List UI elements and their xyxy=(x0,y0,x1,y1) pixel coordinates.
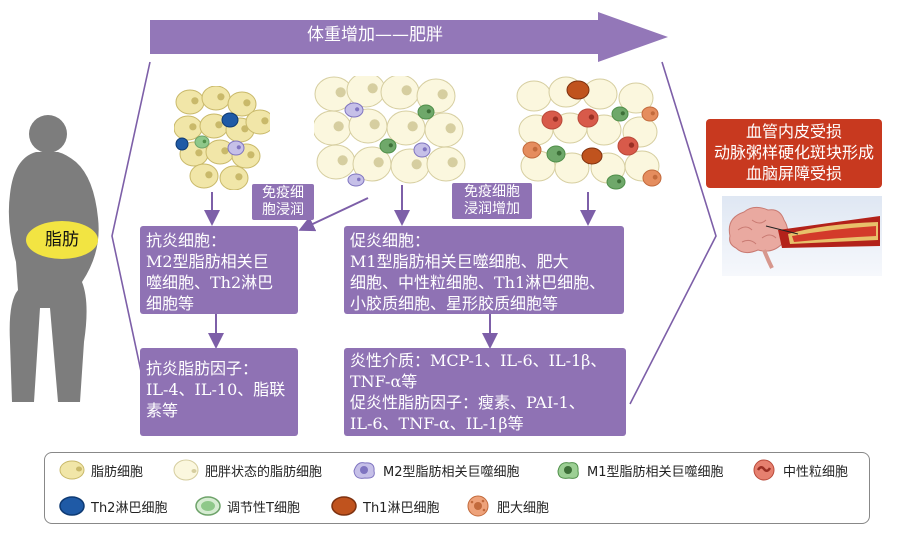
adipocyte-icon xyxy=(175,89,205,115)
mast-cell-icon xyxy=(522,141,542,159)
legend-item: 肥大细胞 xyxy=(465,495,549,517)
th2-lymphocyte-icon xyxy=(59,496,85,516)
obese-adipocyte-icon xyxy=(618,82,654,114)
m1-macrophage-icon xyxy=(557,462,579,479)
mast-cell-icon xyxy=(642,169,662,187)
neutrophil-icon xyxy=(577,108,599,128)
neutrophil-icon xyxy=(617,136,639,156)
treg-cell-icon xyxy=(194,135,210,149)
obese-tissue-cluster xyxy=(314,76,466,187)
m2-macrophage-icon xyxy=(347,173,365,187)
adipocyte-icon xyxy=(59,460,85,480)
m2-macrophage-icon xyxy=(344,102,364,118)
adipocyte-icon xyxy=(189,163,219,189)
legend-item: Th2淋巴细胞 xyxy=(59,495,167,517)
adipocyte-icon xyxy=(201,86,231,111)
adipocyte-icon xyxy=(219,165,249,190)
adipocyte-icon xyxy=(245,109,270,135)
pro-inflammatory-cells-box: 促炎细胞： M1型脂肪相关巨噬细胞、肥大 细胞、中性粒细胞、Th1淋巴细胞、 小… xyxy=(344,226,624,314)
legend-item: 肥胖状态的脂肪细胞 xyxy=(173,459,322,481)
th1-lymphocyte-icon xyxy=(566,80,590,100)
th2-lymphocyte-icon xyxy=(175,137,189,151)
brain-artery-illustration xyxy=(722,196,882,276)
m1-macrophage-icon xyxy=(611,106,629,122)
obese-adipocyte-icon xyxy=(554,152,590,184)
vascular-damage-box: 血管内皮受损 动脉粥样硬化斑块形成 血脑屏障受损 xyxy=(706,119,882,188)
obese-adipocyte-icon xyxy=(346,76,386,108)
mast-cell-icon xyxy=(467,495,489,517)
neutrophil-icon xyxy=(541,110,563,130)
fat-region-icon xyxy=(26,221,98,259)
immune-infiltration-increase-tag: 免疫细胞浸润增加 xyxy=(452,183,532,219)
legend: 脂肪细胞 肥胖状态的脂肪细胞 M2型脂肪相关巨噬细胞 M1型脂肪相关巨噬细胞 中… xyxy=(44,452,870,524)
legend-item: 调节性T细胞 xyxy=(195,495,300,517)
banner-title: 体重增加——肥胖 xyxy=(307,25,443,45)
lean-tissue-cluster xyxy=(174,86,270,190)
obese-adipocyte-icon xyxy=(352,146,392,182)
immune-infiltration-tag: 免疫细胞浸润 xyxy=(252,184,314,220)
obese-adipocyte-icon xyxy=(516,80,552,112)
m2-macrophage-icon xyxy=(227,140,245,156)
legend-item: 中性粒细胞 xyxy=(751,459,848,481)
m1-macrophage-icon xyxy=(417,104,435,120)
adipocyte-icon xyxy=(174,115,203,141)
adipocyte-icon xyxy=(227,91,257,117)
obese-adipocyte-icon xyxy=(316,144,356,180)
anti-inflammatory-adipokines-box: 抗炎脂肪因子： IL-4、IL-10、脂联 素等 xyxy=(140,348,298,436)
inflamed-tissue-cluster xyxy=(516,76,662,190)
obese-adipocyte-icon xyxy=(348,108,388,144)
weight-gain-arrow xyxy=(150,12,668,62)
neutrophil-icon xyxy=(753,459,775,481)
fat-label: 脂肪 xyxy=(45,230,79,250)
mast-cell-icon xyxy=(641,106,659,122)
obese-adipocyte-icon xyxy=(314,110,352,146)
obese-adipocyte-icon xyxy=(173,459,199,481)
legend-item: 脂肪细胞 xyxy=(59,459,143,481)
th1-lymphocyte-icon xyxy=(331,496,357,516)
legend-item: Th1淋巴细胞 xyxy=(331,495,439,517)
artery-plaque-icon xyxy=(778,216,880,248)
th1-lymphocyte-icon xyxy=(581,147,603,165)
m1-macrophage-icon xyxy=(379,138,397,154)
obese-adipocyte-icon xyxy=(380,76,420,110)
obese-adipocyte-icon xyxy=(426,146,466,182)
m2-macrophage-icon xyxy=(353,462,375,479)
obese-human-silhouette xyxy=(8,115,99,402)
m1-macrophage-icon xyxy=(606,174,626,190)
legend-item: M2型脂肪相关巨噬细胞 xyxy=(351,459,520,481)
m2-macrophage-icon xyxy=(413,142,431,158)
pro-inflammatory-mediators-box: 炎性介质：MCP-1、IL-6、IL-1β、 TNF-α等 促炎性脂肪因子：瘦素… xyxy=(344,348,626,436)
obese-adipocyte-icon xyxy=(424,112,464,148)
obese-adipocyte-icon xyxy=(416,78,456,114)
treg-cell-icon xyxy=(195,496,221,516)
adipocyte-icon xyxy=(199,113,229,139)
m1-macrophage-icon xyxy=(546,145,566,163)
legend-item: M1型脂肪相关巨噬细胞 xyxy=(555,459,724,481)
anti-inflammatory-cells-box: 抗炎细胞： M2型脂肪相关巨 噬细胞、Th2淋巴 细胞等 xyxy=(140,226,298,314)
th2-lymphocyte-icon xyxy=(221,112,239,128)
